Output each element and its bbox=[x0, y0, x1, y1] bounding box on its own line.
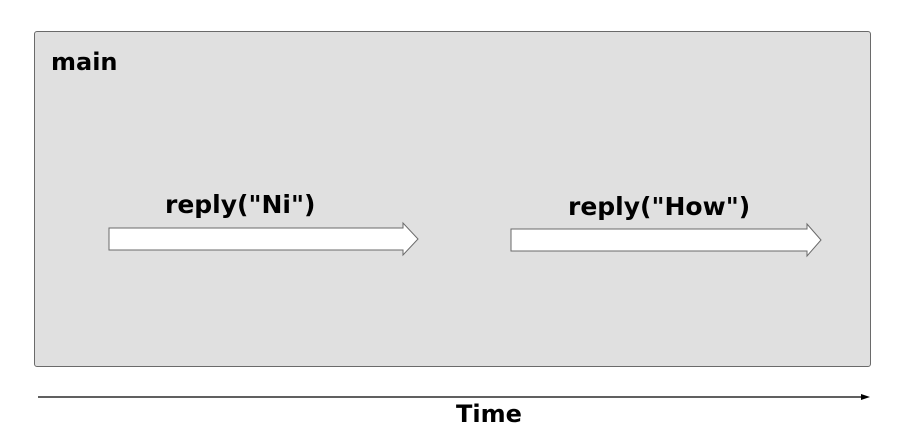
time-label: Time bbox=[456, 400, 522, 428]
timeline-arrowhead bbox=[861, 394, 870, 400]
call-arrow-2 bbox=[510, 222, 822, 258]
main-thread-box: main bbox=[34, 31, 871, 367]
call-label-1: reply("Ni") bbox=[165, 190, 316, 219]
thread-label: main bbox=[51, 48, 118, 76]
call-arrow-1 bbox=[108, 221, 419, 257]
call-label-2: reply("How") bbox=[568, 192, 751, 221]
